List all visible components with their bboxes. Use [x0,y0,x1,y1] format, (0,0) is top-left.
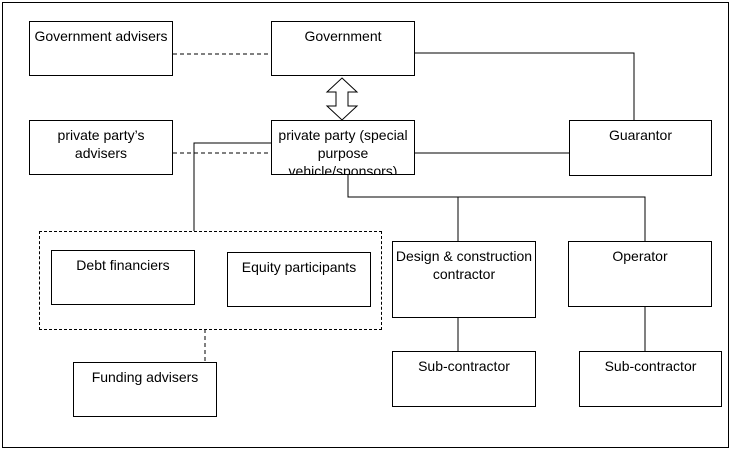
node-private-party-advisers: private party’s advisers [29,120,173,175]
node-funding-advisers: Funding advisers [73,362,217,417]
node-private-party: private party (special purpose vehicle/s… [271,120,415,175]
node-sub-contractor-2: Sub-contractor [579,351,722,407]
node-debt-financiers: Debt financiers [51,250,195,305]
node-government: Government [271,21,415,76]
node-guarantor: Guarantor [569,120,712,176]
private-contractors-link [347,175,646,241]
node-sub-contractor-1: Sub-contractor [392,351,536,407]
double-arrow-icon [325,77,359,121]
node-design-construction-contractor: Design & construction contractor [392,241,536,318]
node-operator: Operator [568,241,712,307]
node-government-advisers: Government advisers [29,21,173,76]
node-equity-participants: Equity participants [227,252,371,307]
private-financiers-link [193,142,271,231]
gov-guarantor-link [414,52,635,120]
financiers-group [39,231,382,330]
